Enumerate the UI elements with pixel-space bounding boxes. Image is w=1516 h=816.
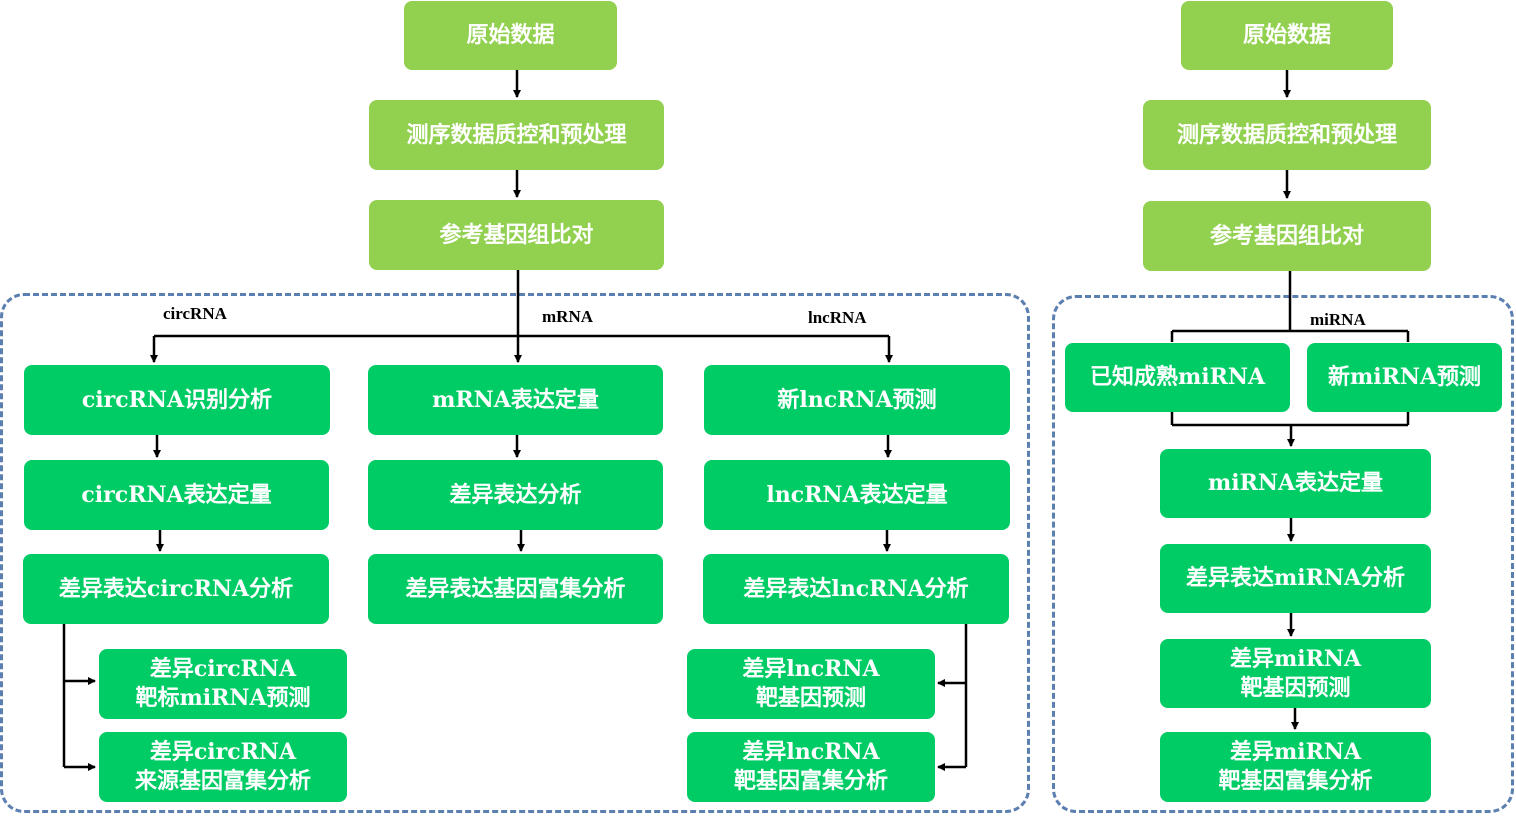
circrna-target-line2: 靶标miRNA预测	[135, 685, 311, 711]
mirna-enrich-line1: 差异miRNA	[1229, 739, 1362, 765]
circrna-target-mirna-box: 差异circRNA 靶标miRNA预测	[99, 649, 347, 719]
mrna-diff-box: 差异表达分析	[368, 460, 663, 530]
circrna-source-enrich-box: 差异circRNA 来源基因富集分析	[99, 732, 347, 802]
mirna-quant-box: miRNA表达定量	[1160, 449, 1431, 518]
right-group-border	[1052, 295, 1514, 813]
left-raw-data-box: 原始数据	[404, 1, 617, 70]
lncrna-target-line2: 靶基因预测	[755, 685, 866, 711]
left-group-border	[0, 293, 1030, 813]
branch-label-mrna: mRNA	[542, 307, 593, 326]
right-qc-box: 测序数据质控和预处理	[1143, 100, 1431, 170]
circrna-diff-box: 差异表达circRNA分析	[23, 554, 329, 624]
mirna-enrich-line2: 靶基因富集分析	[1218, 768, 1373, 794]
branch-label-circrna: circRNA	[163, 304, 227, 323]
circrna-target-line1: 差异circRNA	[149, 656, 297, 682]
lncrna-target-enrich-box: 差异lncRNA 靶基因富集分析	[687, 732, 935, 802]
known-mirna-box: 已知成熟miRNA	[1065, 343, 1290, 412]
lncrna-enrich-line2: 靶基因富集分析	[733, 768, 888, 794]
lncrna-target-gene-box: 差异lncRNA 靶基因预测	[687, 649, 935, 719]
circrna-source-line2: 来源基因富集分析	[134, 768, 311, 794]
mrna-quant-box: mRNA表达定量	[368, 365, 663, 435]
branch-label-mirna: miRNA	[1310, 310, 1366, 329]
lncrna-diff-box: 差异表达lncRNA分析	[703, 554, 1009, 624]
mrna-enrich-box: 差异表达基因富集分析	[368, 554, 663, 624]
circrna-quant-box: circRNA表达定量	[24, 460, 329, 530]
left-align-box: 参考基因组比对	[369, 200, 664, 270]
mirna-target-enrich-box: 差异miRNA 靶基因富集分析	[1160, 732, 1431, 802]
mirna-diff-box: 差异表达miRNA分析	[1160, 544, 1431, 613]
novel-mirna-box: 新miRNA预测	[1307, 343, 1502, 412]
branch-label-lncrna: lncRNA	[808, 308, 867, 327]
lncrna-target-line1: 差异lncRNA	[742, 656, 880, 682]
mirna-target-line2: 靶基因预测	[1240, 674, 1351, 701]
lncrna-predict-box: 新lncRNA预测	[704, 365, 1010, 435]
right-raw-data-box: 原始数据	[1181, 1, 1393, 70]
mirna-target-line1: 差异miRNA	[1229, 645, 1362, 672]
circrna-identify-box: circRNA识别分析	[24, 365, 330, 435]
lncrna-quant-box: lncRNA表达定量	[704, 460, 1010, 530]
left-qc-box: 测序数据质控和预处理	[369, 100, 664, 170]
mirna-target-gene-box: 差异miRNA 靶基因预测	[1160, 639, 1431, 708]
circrna-source-line1: 差异circRNA	[149, 739, 297, 765]
lncrna-enrich-line1: 差异lncRNA	[742, 739, 880, 765]
right-align-box: 参考基因组比对	[1143, 201, 1431, 271]
